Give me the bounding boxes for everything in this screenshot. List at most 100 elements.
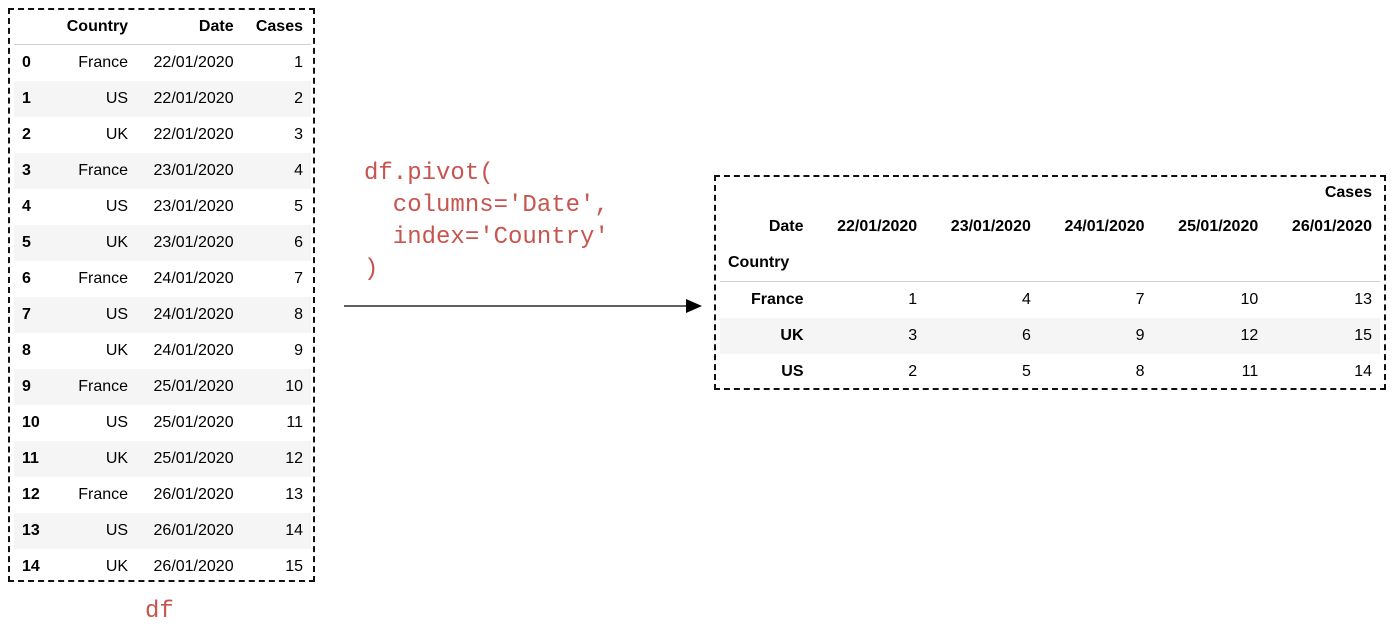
date-cell: 24/01/2020 — [153, 306, 234, 323]
row-index: 9 — [22, 378, 31, 395]
source-column-header-cases: Cases — [241, 10, 311, 45]
code-line: columns='Date', — [364, 192, 609, 219]
source-column-header-country: Country — [51, 10, 137, 45]
cases-cell: 15 — [285, 558, 303, 575]
pivot-empty-header-cell — [1266, 245, 1380, 282]
pivot-corner-cell — [720, 177, 812, 209]
row-index: 4 — [22, 198, 31, 215]
country-cell: US — [105, 522, 129, 539]
cases-cell: 5 — [294, 198, 303, 215]
pivot-index-name-row: Country — [720, 245, 1380, 282]
date-cell: 23/01/2020 — [153, 162, 234, 179]
row-index: 1 — [22, 90, 31, 107]
pivot-row-country: US — [781, 363, 804, 380]
source-table-row: 9 France 25/01/2020 10 — [14, 369, 311, 405]
date-cell: 26/01/2020 — [153, 558, 234, 575]
date-cell: 25/01/2020 — [153, 378, 234, 395]
pivot-value-cell: 7 — [1135, 291, 1145, 308]
country-cell: UK — [105, 342, 129, 359]
country-cell: France — [78, 378, 129, 395]
date-cell: 24/01/2020 — [153, 342, 234, 359]
cases-cell: 8 — [294, 306, 303, 323]
row-index: 14 — [22, 558, 40, 575]
cases-cell: 4 — [294, 162, 303, 179]
pivot-columns-name: Date — [768, 218, 804, 235]
dataframe-label: df — [145, 598, 174, 625]
code-line: index='Country' — [364, 224, 609, 251]
pivot-value-cell: 6 — [1021, 327, 1031, 344]
cases-cell: 14 — [285, 522, 303, 539]
pivot-value-cell: 10 — [1240, 291, 1259, 308]
pivot-empty-header-cell — [811, 245, 926, 282]
country-cell: France — [78, 486, 129, 503]
source-column-header-date: Date — [136, 10, 242, 45]
cases-cell: 2 — [294, 90, 303, 107]
code-line: df.pivot( — [364, 160, 494, 187]
cases-cell: 10 — [285, 378, 303, 395]
date-cell: 23/01/2020 — [153, 234, 234, 251]
country-cell: France — [78, 162, 129, 179]
pivot-empty-header-cell — [1152, 245, 1267, 282]
row-index: 8 — [22, 342, 31, 359]
pivot-value-cell: 5 — [1021, 363, 1031, 380]
country-cell: US — [105, 198, 129, 215]
country-cell: US — [105, 414, 129, 431]
pivot-date-header: 23/01/2020 — [950, 218, 1031, 235]
cases-cell: 6 — [294, 234, 303, 251]
pivot-date-header: 22/01/2020 — [837, 218, 918, 235]
pivot-value-header-row: Cases — [720, 177, 1380, 209]
country-cell: US — [105, 90, 129, 107]
arrow-head — [686, 299, 702, 313]
pivot-row-country: UK — [780, 327, 804, 344]
date-cell: 26/01/2020 — [153, 486, 234, 503]
transform-arrow — [344, 299, 702, 313]
pivot-empty-header-cell — [925, 245, 1039, 282]
pivot-index-name: Country — [720, 245, 812, 282]
pivot-value-cell: 9 — [1135, 327, 1145, 344]
pivot-value-label: Cases — [1324, 184, 1372, 201]
pivot-row-country: France — [751, 291, 804, 308]
date-cell: 26/01/2020 — [153, 522, 234, 539]
country-cell: US — [105, 306, 129, 323]
country-cell: France — [78, 54, 129, 71]
pivot-value-cell: 8 — [1135, 363, 1145, 380]
date-cell: 22/01/2020 — [153, 54, 234, 71]
cases-cell: 11 — [286, 414, 303, 431]
source-table-row: 1 US 22/01/2020 2 — [14, 81, 311, 117]
row-index: 11 — [22, 450, 39, 467]
country-cell: UK — [105, 126, 129, 143]
date-cell: 22/01/2020 — [153, 90, 234, 107]
date-cell: 25/01/2020 — [153, 414, 234, 431]
row-index: 12 — [22, 486, 40, 503]
pivot-value-cell: 14 — [1354, 363, 1372, 380]
date-cell: 22/01/2020 — [153, 126, 234, 143]
pivot-value-cell: 1 — [908, 291, 918, 308]
country-cell: UK — [105, 450, 129, 467]
pivot-value-cell: 13 — [1354, 291, 1372, 308]
cases-cell: 1 — [294, 54, 303, 71]
country-cell: UK — [105, 234, 129, 251]
pivot-code-snippet: df.pivot( columns='Date', index='Country… — [364, 158, 609, 286]
row-index: 2 — [22, 126, 31, 143]
country-cell: France — [78, 270, 129, 287]
row-index: 6 — [22, 270, 31, 287]
date-cell: 25/01/2020 — [153, 450, 234, 467]
pivot-table-row: France 1 4 7 10 13 — [720, 282, 1380, 319]
pivot-value-cell: 4 — [1021, 291, 1031, 308]
code-line: ) — [364, 256, 379, 283]
date-cell: 23/01/2020 — [153, 198, 234, 215]
pivot-date-header: 26/01/2020 — [1291, 218, 1372, 235]
